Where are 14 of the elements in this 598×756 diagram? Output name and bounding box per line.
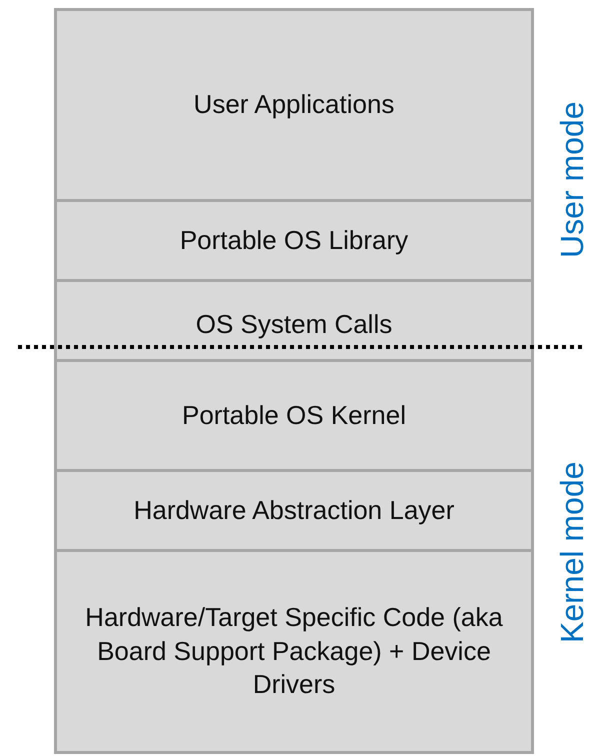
layer-box [54, 359, 534, 472]
layer-box [54, 279, 534, 362]
mode-label: User mode [553, 100, 591, 260]
layer-label: Portable OS Kernel [182, 398, 406, 432]
layer-label: Hardware/Target Specific Code (aka Board Support Package) + Device Drivers [84, 600, 504, 702]
layer-label: Hardware Abstraction Layer [134, 494, 454, 527]
layer-label: Portable OS Library [180, 224, 408, 257]
layer-label: OS System Calls [196, 308, 392, 341]
layer-box [54, 199, 534, 282]
layer-box [54, 469, 534, 552]
layer-box [54, 549, 534, 754]
layer-box [54, 8, 534, 202]
layer-label: User Applications [194, 88, 394, 122]
mode-label: Kernel mode [553, 460, 591, 646]
